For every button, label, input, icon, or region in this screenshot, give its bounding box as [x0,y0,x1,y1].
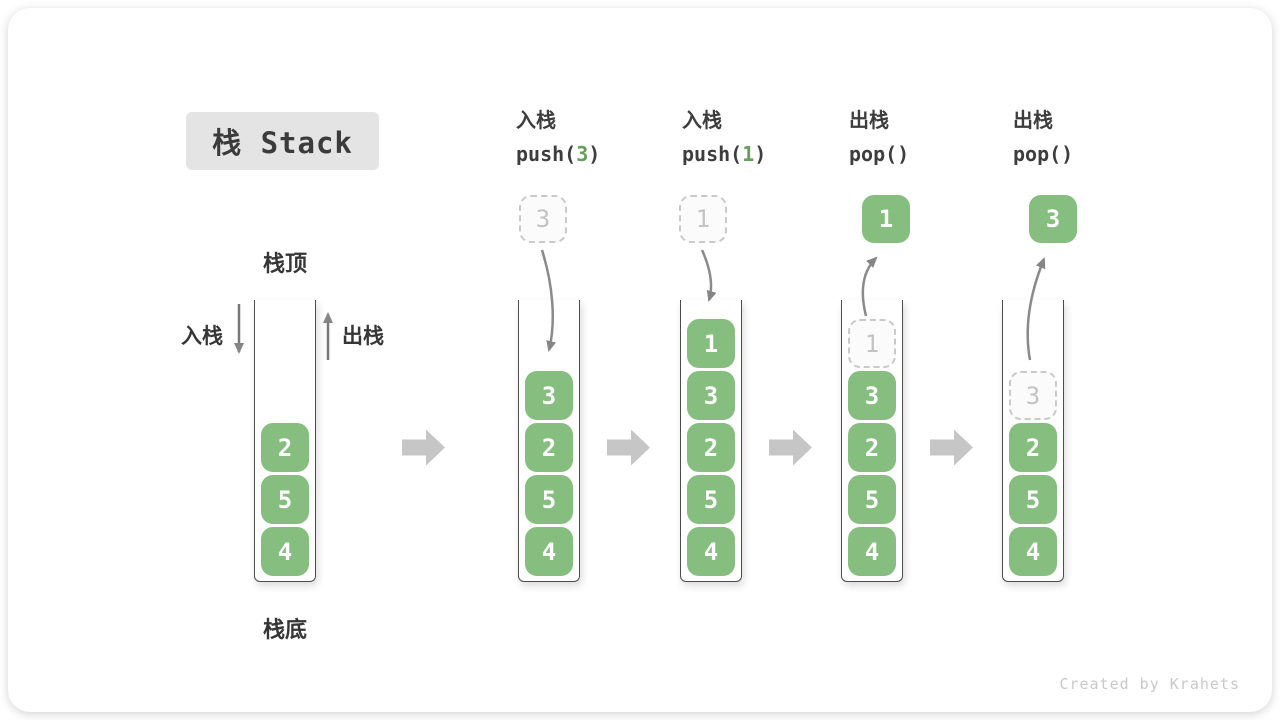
stack-cell: 5 [261,475,309,524]
diagram-canvas: 栈 Stack 入栈 push(3) 入栈 push(1) 出栈 pop() 出… [8,8,1272,712]
popped-value-box: 1 [862,195,910,243]
stack-after-pop-1: 1 3 2 5 4 [841,300,903,582]
op-code-label: pop() [849,142,910,166]
stack-cell: 5 [1009,475,1057,524]
stack-cell: 2 [687,423,735,472]
op-code-arg: 3 [576,142,589,166]
stack-cell-ghost: 3 [1009,371,1057,420]
popped-value-box: 3 [1029,195,1077,243]
op-code-arg: 1 [742,142,755,166]
stack-cell: 4 [1009,527,1057,576]
stack-cell: 3 [848,371,896,420]
op-code-label: pop() [1013,142,1074,166]
stack-cell: 2 [1009,423,1057,472]
push-source-box: 3 [519,195,567,243]
diagram-title: 栈 Stack [186,112,379,170]
stack-cell: 3 [525,371,573,420]
stack-after-pop-3: 3 2 5 4 [1002,300,1064,582]
stack-cell: 5 [525,475,573,524]
stack-top-label: 栈顶 [262,251,307,276]
stack-cell: 3 [687,371,735,420]
flow-arrow-icon [930,429,973,466]
stack-cell: 4 [261,527,309,576]
stack-cell: 5 [848,475,896,524]
stack-cell: 5 [687,475,735,524]
flow-arrow-icon [607,429,650,466]
op-code-label: push(3) [516,142,601,166]
watermark: Created by Krahets [1059,675,1240,693]
op-code-label: push(1) [682,142,767,166]
stack-cell-ghost: 1 [848,319,896,368]
stack-after-push-1: 1 3 2 5 4 [680,300,742,582]
stack-cell: 4 [687,527,735,576]
op-zh-label: 出栈 [1013,110,1053,132]
stack-cell: 1 [687,319,735,368]
flow-arrow-icon [769,429,812,466]
stack-cell: 4 [525,527,573,576]
op-label-pop-3: 出栈 pop() [1013,106,1173,172]
curved-push-arrow-icon [700,249,717,302]
op-zh-label: 入栈 [682,110,722,132]
op-label-pop-1: 出栈 pop() [849,106,1009,172]
stack-initial: 2 5 4 [254,300,316,582]
stack-after-push-3: 3 2 5 4 [518,300,580,582]
stack-cell: 2 [848,423,896,472]
op-zh-label: 入栈 [516,110,556,132]
stack-bottom-label: 栈底 [262,617,307,642]
stack-cell: 2 [525,423,573,472]
push-side-label: 入栈 [181,325,223,348]
op-label-push-3: 入栈 push(3) [516,106,676,172]
pop-side-label: 出栈 [342,325,384,348]
stack-cell: 2 [261,423,309,472]
stack-cell: 4 [848,527,896,576]
op-label-push-1: 入栈 push(1) [682,106,842,172]
push-source-box: 1 [679,195,727,243]
flow-arrow-icon [402,429,445,466]
op-zh-label: 出栈 [849,110,889,132]
